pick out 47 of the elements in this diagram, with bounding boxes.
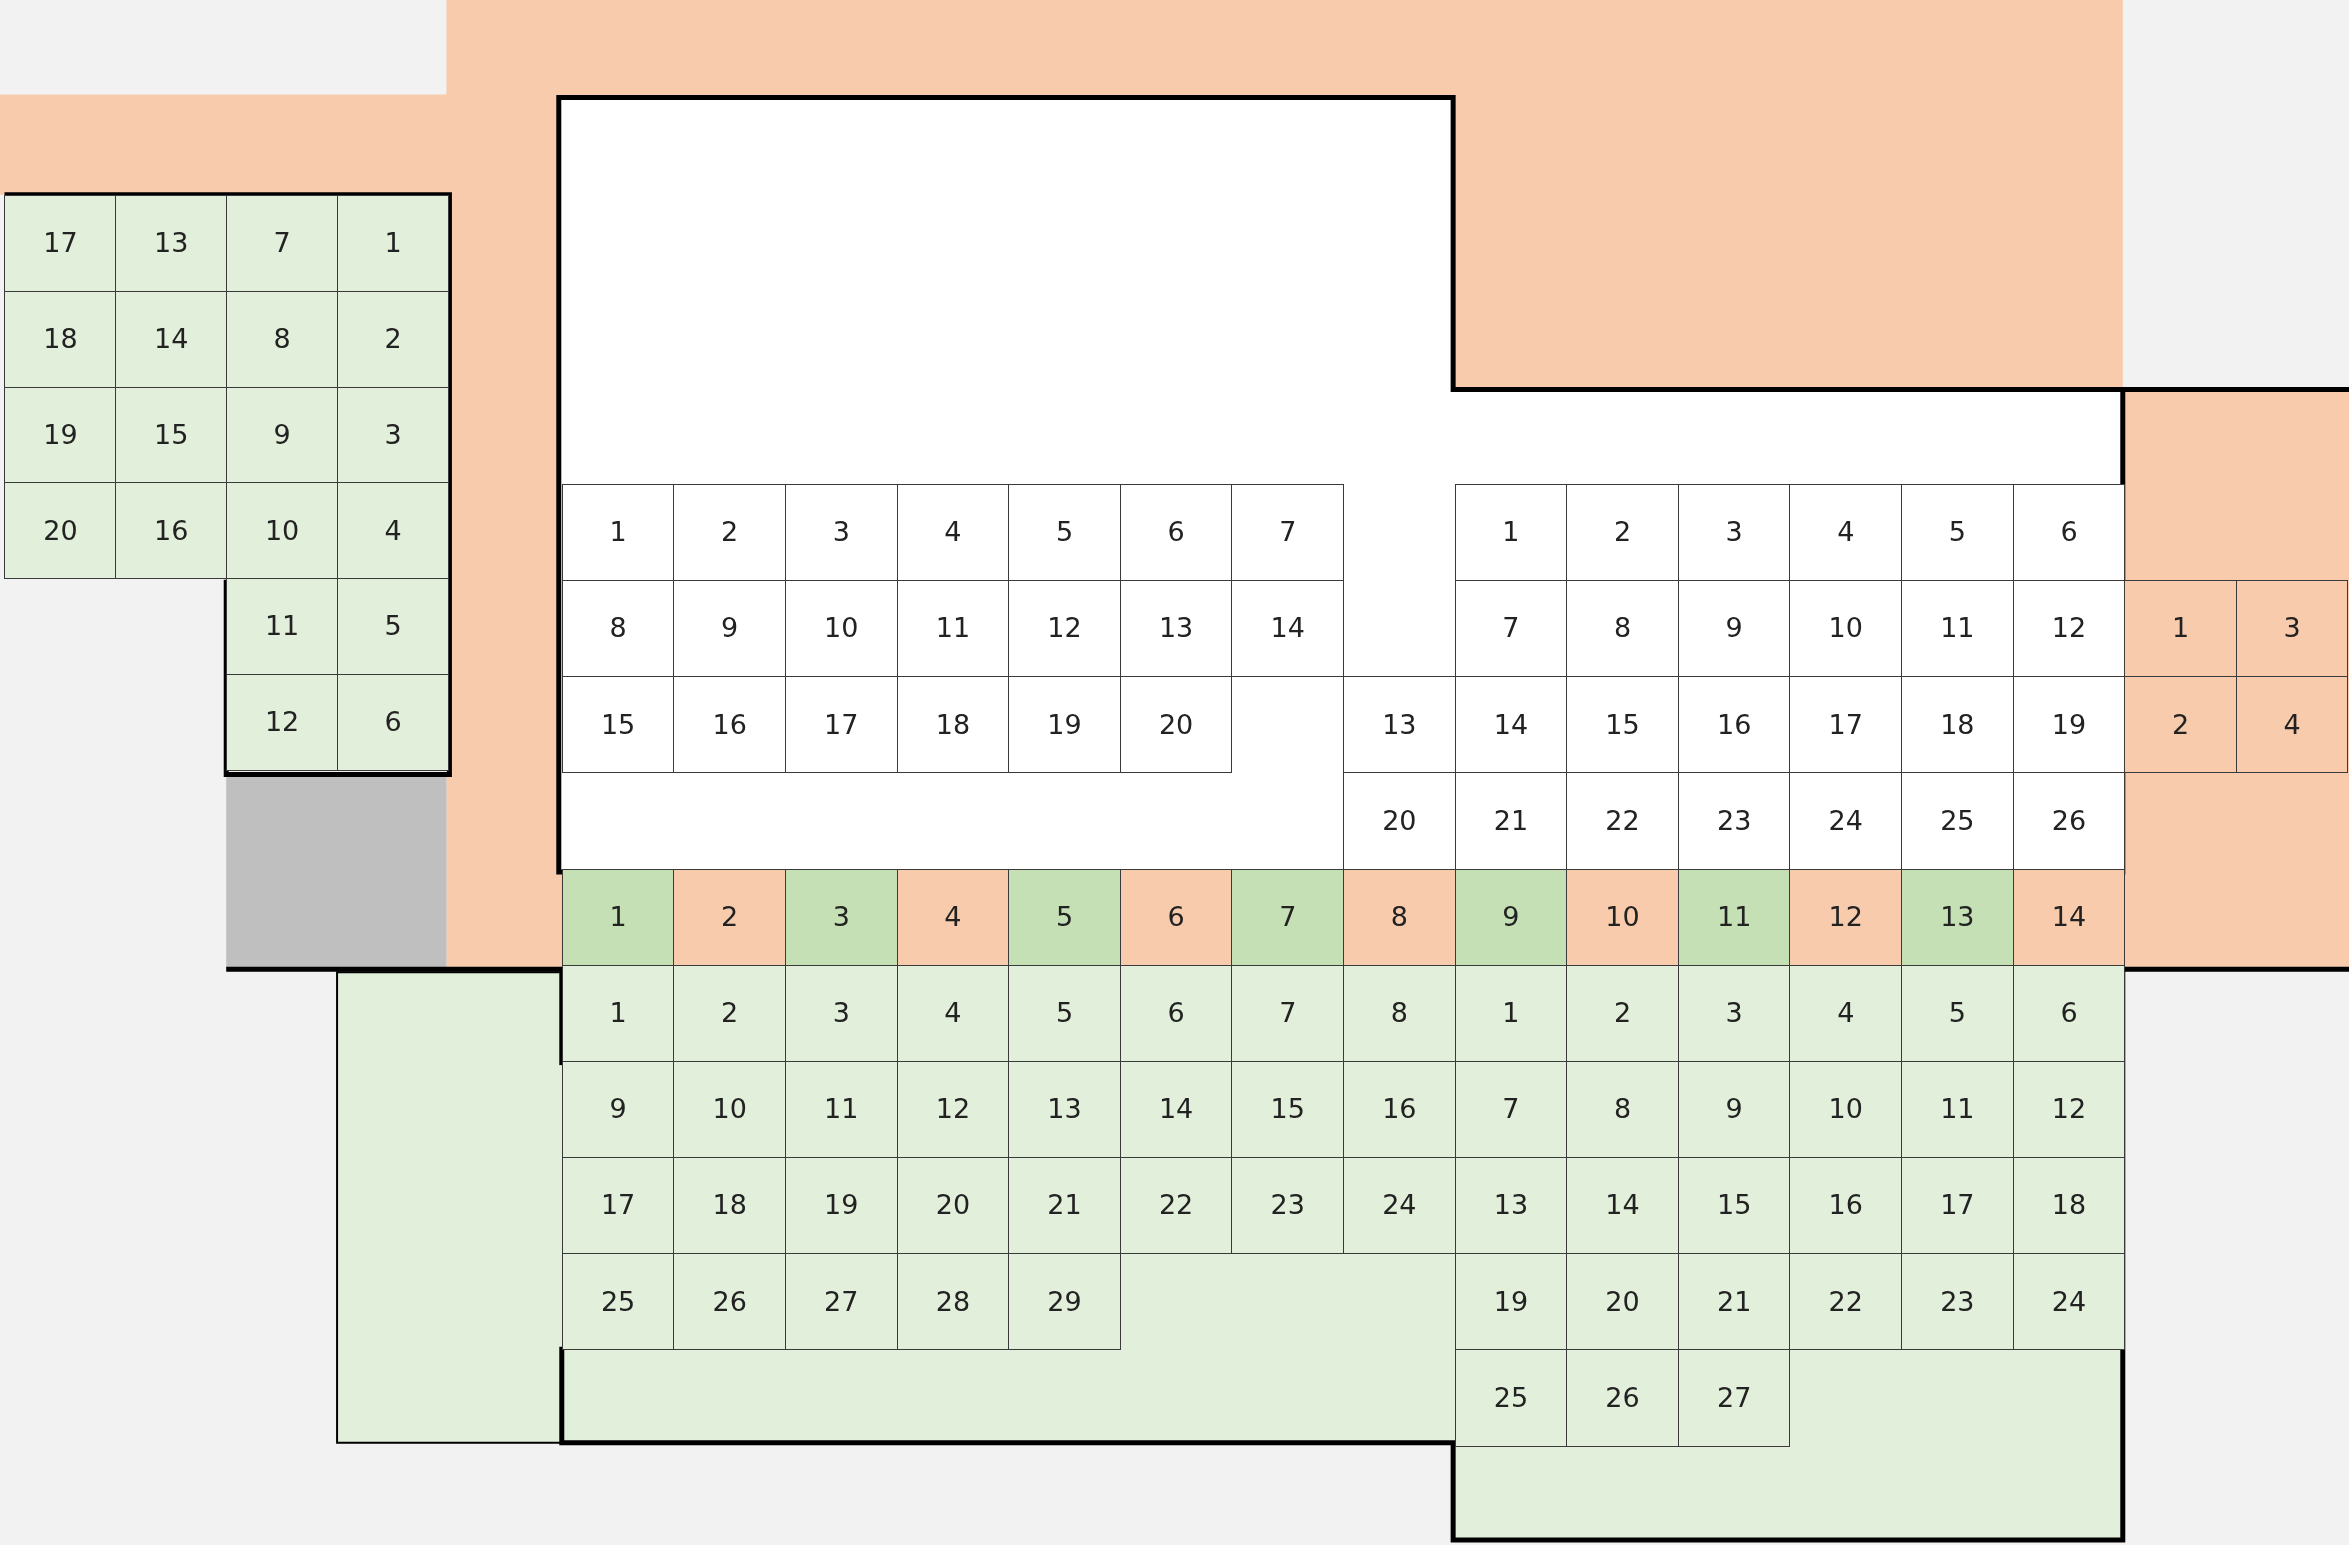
numbered-cell: 5 <box>337 578 449 676</box>
numbered-cell: 3 <box>337 386 449 484</box>
numbered-cell: 3 <box>2235 580 2349 678</box>
numbered-cell: 4 <box>2235 676 2349 774</box>
numbered-cell: 9 <box>1454 868 1568 966</box>
numbered-cell: 7 <box>1231 868 1344 966</box>
numbered-cell: 6 <box>2012 964 2126 1062</box>
numbered-cell: 20 <box>4 482 117 580</box>
numbered-cell: 8 <box>226 290 339 388</box>
numbered-cell: 10 <box>226 482 339 580</box>
numbered-cell: 5 <box>1008 868 1121 966</box>
numbered-cell: 1 <box>561 868 675 966</box>
numbered-cell: 15 <box>115 386 228 484</box>
numbered-cell: 17 <box>4 194 117 292</box>
numbered-cell: 14 <box>2012 868 2126 966</box>
numbered-cell: 25 <box>561 1253 675 1351</box>
numbered-cell: 1 <box>1454 483 1568 582</box>
numbered-cell: 27 <box>1677 1349 1791 1447</box>
numbered-cell: 13 <box>115 194 228 292</box>
numbered-cell: 25 <box>1454 1349 1568 1447</box>
numbered-cell: 14 <box>1231 580 1344 678</box>
numbered-cell: 15 <box>561 676 675 774</box>
numbered-cell: 13 <box>1901 868 2014 966</box>
numbered-cell: 9 <box>226 386 339 484</box>
numbered-cell: 1 <box>561 964 675 1062</box>
numbered-cell: 7 <box>1231 483 1344 582</box>
numbered-cell: 24 <box>2012 1253 2126 1351</box>
numbered-cell: 2 <box>337 290 449 388</box>
numbered-cell: 1 <box>337 194 449 292</box>
numbered-cell: 14 <box>115 290 228 388</box>
numbered-cell: 20 <box>1119 676 1233 774</box>
numbered-cell: 12 <box>226 674 339 771</box>
numbered-cell: 11 <box>226 578 339 676</box>
numbered-cell: 16 <box>115 482 228 580</box>
numbered-cell: 2 <box>2124 676 2237 774</box>
numbered-cell: 6 <box>337 674 449 771</box>
numbered-cell: 6 <box>2012 483 2126 582</box>
numbered-cell: 18 <box>4 290 117 388</box>
numbered-cell: 11 <box>1677 868 1791 966</box>
numbered-cell: 13 <box>1343 676 1456 774</box>
numbered-cell: 4 <box>337 482 449 580</box>
numbered-cell: 3 <box>785 868 898 966</box>
numbered-cell: 1 <box>2124 580 2237 678</box>
numbered-cell: 19 <box>4 386 117 484</box>
numbered-cell: 1 <box>561 483 675 582</box>
numbered-cell: 7 <box>226 194 339 292</box>
numbered-cell: 29 <box>1008 1253 1121 1351</box>
